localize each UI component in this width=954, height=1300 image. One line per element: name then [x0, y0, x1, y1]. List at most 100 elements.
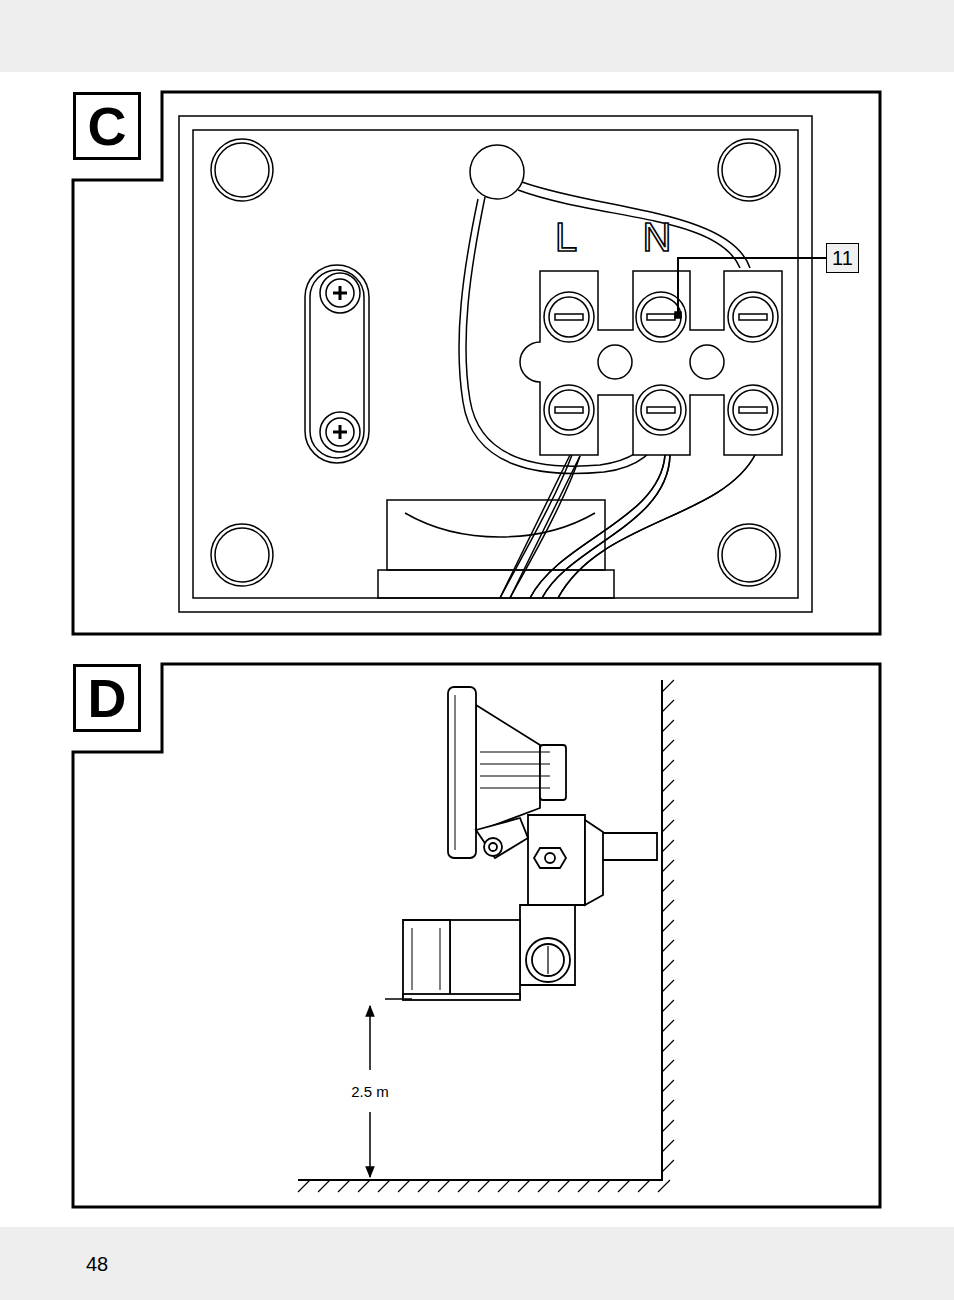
wall: [298, 1180, 670, 1192]
terminal-screws: [549, 297, 589, 337]
terminal-screws: [636, 385, 686, 435]
floodlight: [520, 905, 575, 985]
page-number: 48: [86, 1254, 108, 1274]
page-bands: [0, 1227, 954, 1300]
cable-clamp: [333, 286, 347, 300]
terminal-block: [520, 271, 782, 455]
terminal-screws: [728, 385, 778, 435]
floodlight: [403, 994, 520, 1000]
floodlight: [540, 745, 566, 800]
floodlight: [412, 928, 440, 990]
wires: [530, 455, 665, 598]
mounting-holes: [211, 139, 780, 586]
cable-entry: [378, 455, 755, 598]
cable-clamp: [305, 265, 369, 463]
floodlight: [585, 820, 603, 905]
terminal-screws: [641, 297, 681, 337]
wires: [558, 455, 755, 598]
leader-line: [678, 258, 826, 314]
cable-entry: [500, 455, 755, 598]
cable-entry: [378, 570, 614, 598]
panel-frames: [73, 664, 880, 1207]
terminal-screws: [555, 407, 583, 413]
floodlight: [476, 818, 528, 858]
mounting-holes: [211, 139, 273, 201]
node-text: 11: [832, 248, 853, 268]
leader-line: [675, 312, 681, 318]
panel-letter: C: [73, 92, 141, 160]
cable-clamp: [310, 270, 364, 458]
cable-clamp: [320, 412, 360, 452]
mounting-holes: [722, 528, 776, 582]
height-dimension: [369, 1006, 371, 1070]
terminal-screws: [647, 407, 675, 413]
mounting-holes: [211, 524, 273, 586]
floodlight: [547, 946, 548, 974]
terminal-screws: [555, 314, 583, 320]
cable-clamp: [326, 279, 354, 307]
terminal-box: [193, 130, 798, 598]
floodlight: [526, 938, 570, 982]
terminal-box: [179, 116, 826, 612]
leader-line: [675, 258, 826, 318]
cable-clamp: [320, 273, 360, 313]
mounting-holes: [718, 524, 780, 586]
terminal-screws: [647, 314, 675, 320]
terminal-screws: [733, 390, 773, 430]
terminal-screws: [733, 297, 773, 337]
mounting-holes: [215, 528, 269, 582]
mounting-holes: [722, 143, 776, 197]
floodlight: [545, 853, 555, 863]
callout-number: 11: [826, 243, 859, 273]
terminal-screws: [739, 407, 767, 413]
floodlight: [528, 815, 585, 905]
mounting-holes: [215, 143, 269, 197]
height-dimension: [385, 998, 412, 1000]
terminal-label: L: [555, 217, 577, 257]
wires: [522, 182, 750, 268]
node-text: C: [88, 99, 127, 153]
panel-frames: [73, 92, 880, 1207]
terminal-label: N: [643, 217, 672, 257]
terminal-screws: [544, 292, 594, 342]
wires: [518, 190, 740, 268]
node-text: D: [88, 671, 127, 725]
terminal-block: [598, 345, 632, 379]
terminal-block: [520, 271, 782, 455]
floodlight: [448, 687, 476, 858]
grommet: [470, 145, 524, 199]
floodlight: [450, 920, 520, 998]
wires: [493, 455, 566, 598]
wall: [298, 680, 674, 1192]
grommet: [470, 145, 524, 199]
cable-clamp: [326, 418, 354, 446]
cable-clamp: [333, 425, 347, 439]
terminal-screws: [544, 292, 778, 435]
cable-entry: [405, 513, 595, 537]
floodlight: [480, 752, 550, 788]
mounting-holes: [718, 139, 780, 201]
panel-frames: [73, 92, 880, 634]
terminal-box: [179, 116, 812, 612]
floodlight: [534, 848, 566, 868]
floodlight: [455, 695, 456, 850]
wall: [298, 680, 662, 1180]
terminal-screws: [549, 390, 589, 430]
terminal-screws: [641, 390, 681, 430]
floodlight: [532, 944, 564, 976]
dimension-label: 2.5 m: [348, 1082, 392, 1101]
floodlight: [489, 843, 497, 851]
cable-clamp: [305, 265, 369, 463]
panel-letter: D: [73, 664, 141, 732]
wall: [662, 680, 674, 1172]
wires: [542, 455, 670, 598]
cable-entry: [387, 500, 605, 570]
height-dimension: [369, 1112, 371, 1177]
floodlight: [403, 920, 450, 998]
terminal-screws: [544, 385, 594, 435]
page-bands: [0, 0, 954, 72]
floodlight: [484, 838, 502, 856]
